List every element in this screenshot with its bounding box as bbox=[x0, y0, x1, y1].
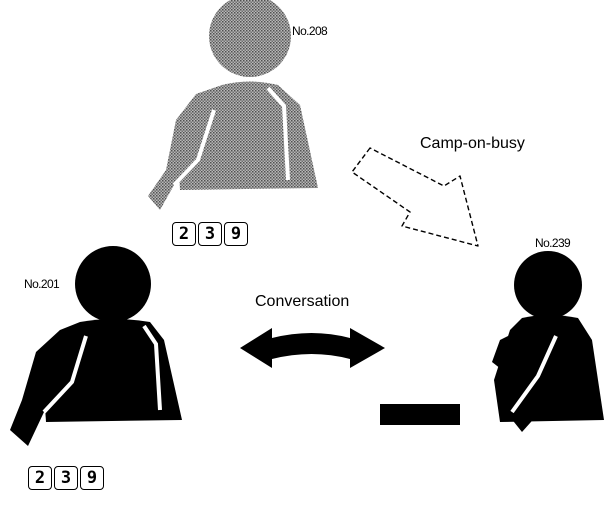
person-201-figure bbox=[10, 246, 182, 446]
camp-on-arrow-icon bbox=[351, 147, 479, 247]
dial-key: 2 bbox=[172, 222, 196, 246]
telephone-handset bbox=[380, 404, 460, 425]
dial-keys-caller: 2 3 9 bbox=[172, 222, 248, 246]
dial-key: 9 bbox=[224, 222, 248, 246]
dial-key: 2 bbox=[28, 466, 52, 490]
person-239-figure bbox=[492, 251, 604, 432]
conversation-label: Conversation bbox=[255, 293, 350, 310]
extension-label-208: No.208 bbox=[292, 24, 328, 38]
dial-keys-bottom: 2 3 9 bbox=[28, 466, 104, 490]
dial-key: 3 bbox=[198, 222, 222, 246]
extension-label-239: No.239 bbox=[535, 236, 571, 250]
camp-on-busy-label: Camp-on-busy bbox=[420, 135, 525, 152]
dial-key: 9 bbox=[80, 466, 104, 490]
dial-key: 3 bbox=[54, 466, 78, 490]
extension-label-201: No.201 bbox=[24, 277, 60, 291]
conversation-arrow-icon bbox=[240, 328, 385, 368]
person-208-figure bbox=[148, 0, 318, 210]
